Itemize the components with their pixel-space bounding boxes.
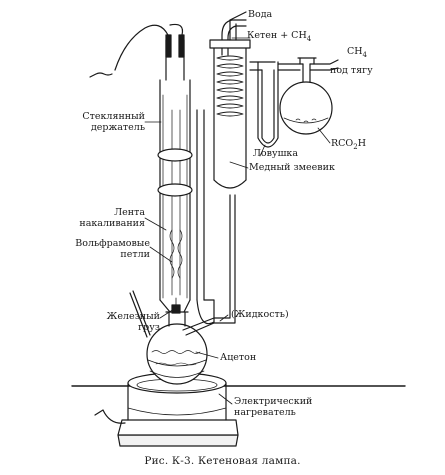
copper-coil-condenser	[210, 12, 250, 188]
rco2h-label: RCO2H	[331, 138, 366, 151]
figure-caption: Рис. К-3. Кетеновая лампа.	[144, 455, 301, 467]
iron-weight	[172, 298, 180, 313]
ch4-label: СН4	[346, 46, 368, 59]
copper-coil-label: Медный змеевик	[249, 162, 335, 173]
glass-holder-label: Стеклянный держатель	[82, 111, 145, 133]
glass-column	[90, 24, 192, 312]
water-label: Вода	[248, 9, 273, 20]
trap-label: Ловушка	[253, 148, 299, 159]
tungsten-loops-label: Вольфрамовые петли	[75, 238, 150, 260]
leader-lines	[145, 38, 330, 404]
iron-weight-label: Железный груз	[106, 311, 160, 333]
receiver-flask	[278, 58, 338, 134]
acetone-flask	[130, 291, 214, 384]
filament-label: Лента накаливания	[79, 207, 145, 229]
trap	[250, 62, 278, 147]
ketene-label: Кетен + СН4	[247, 30, 312, 43]
liquid-label: (Жидкость)	[231, 309, 289, 320]
electric-heater-label: Электрический нагреватель	[234, 396, 313, 418]
return-tube	[197, 110, 235, 324]
electric-heater	[95, 373, 238, 446]
to-hood-label: под тягу	[330, 65, 373, 76]
acetone-label: Ацетон	[220, 352, 257, 363]
heater-cord	[95, 410, 125, 423]
water-inlet	[222, 20, 246, 55]
